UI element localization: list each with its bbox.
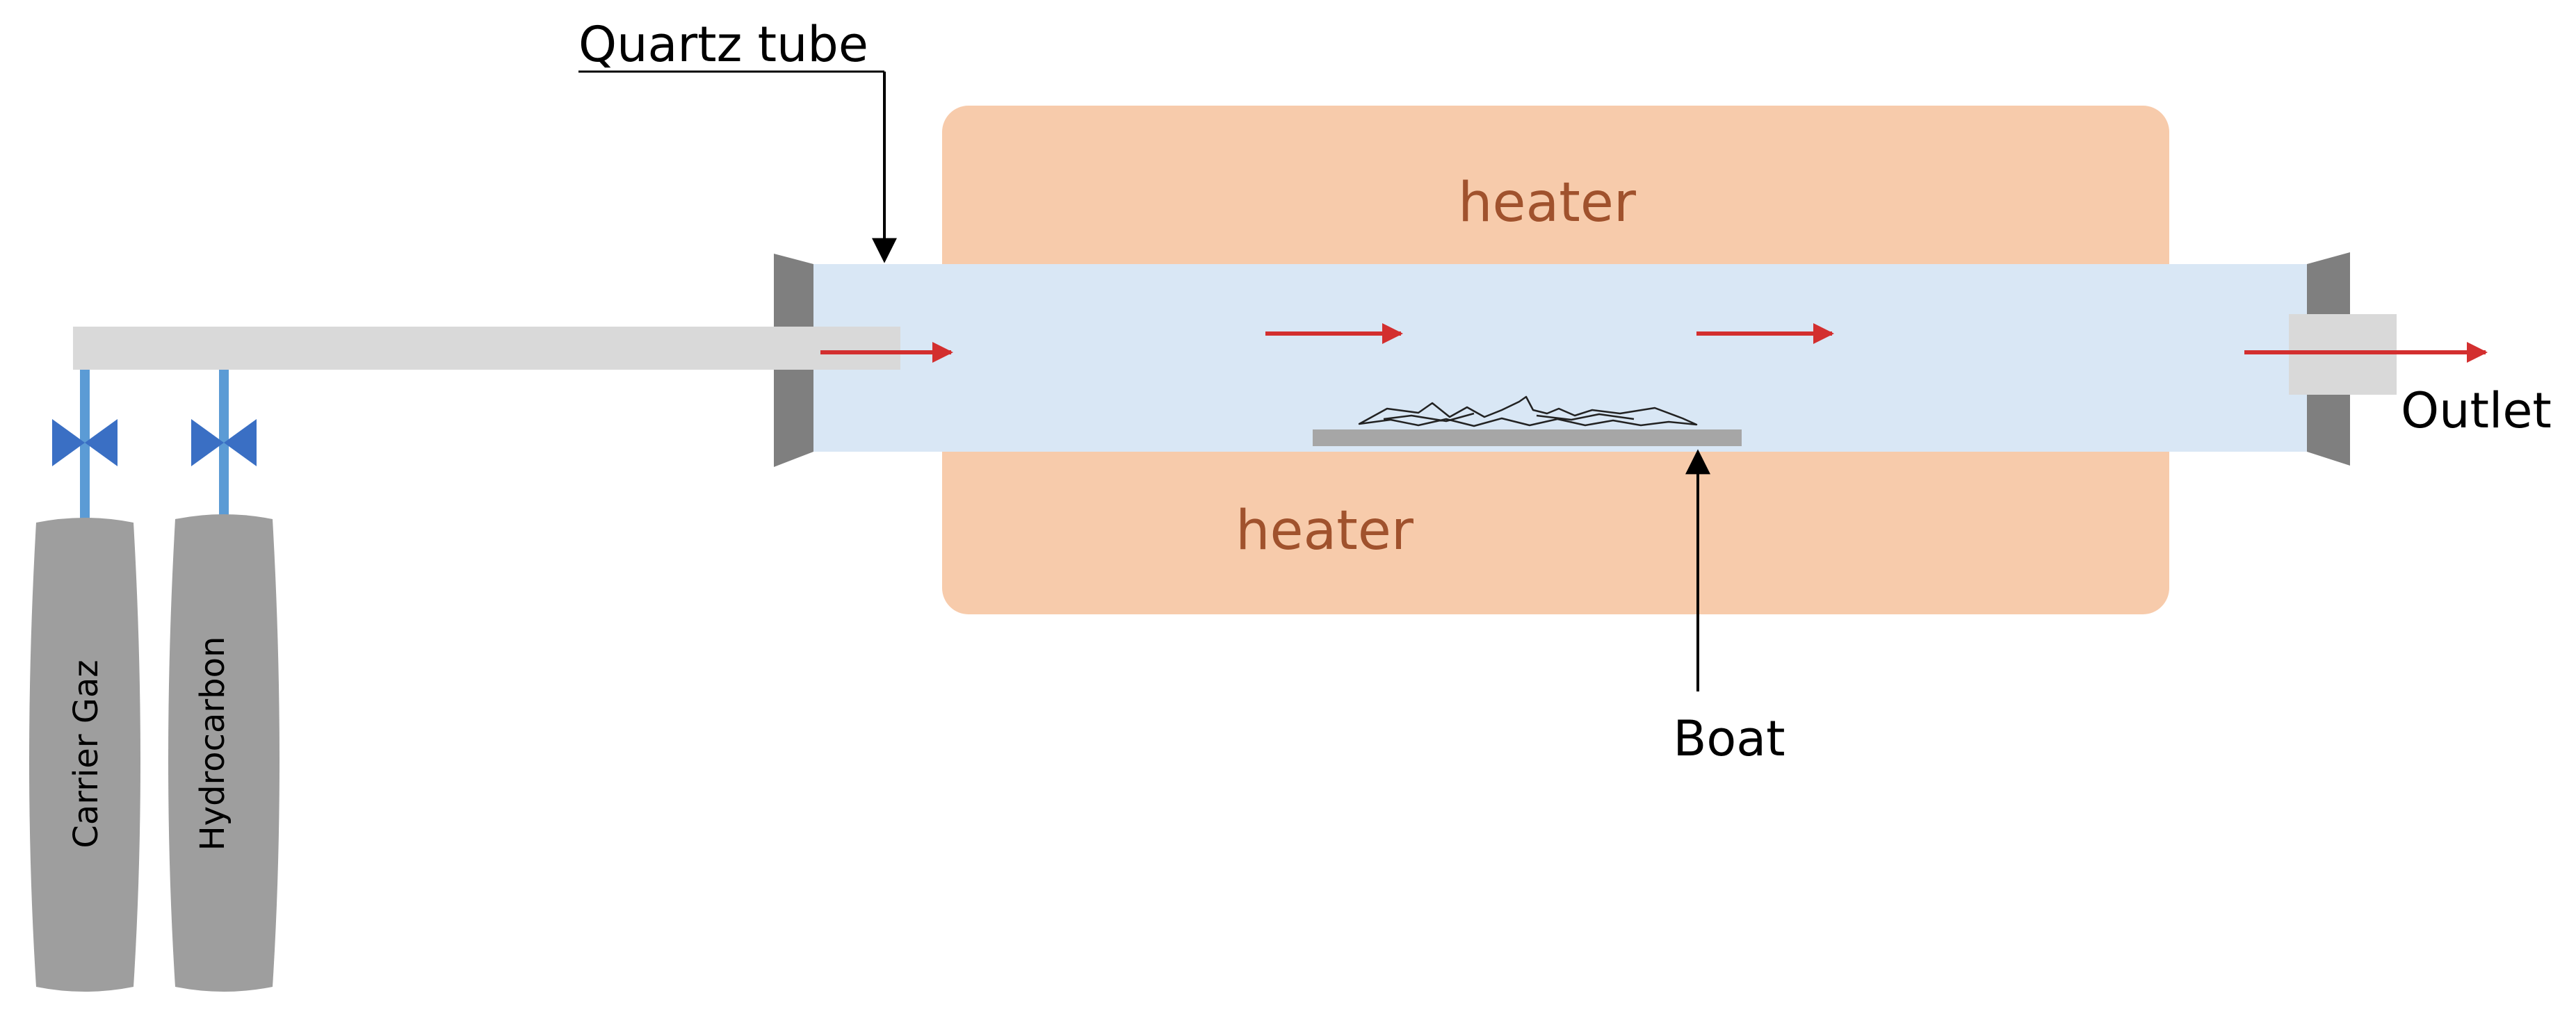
sample-material [1358, 395, 1698, 427]
boat [1313, 429, 1742, 446]
inlet-pipe [73, 327, 900, 370]
outlet-label: Outlet [2401, 382, 2552, 439]
carrier-gas-cylinder-icon [29, 518, 140, 992]
hydrocarbon-valve-icon[interactable] [191, 419, 257, 466]
quartz-tube [813, 264, 2315, 452]
carrier-gas-label: Carrier Gaz [67, 659, 106, 848]
quartz-tube-label: Quartz tube [578, 16, 868, 73]
heater-bottom-label: heater [1236, 500, 1414, 562]
heater-top-label: heater [1458, 172, 1637, 234]
hydrocarbon-label: Hydrocarbon [193, 637, 232, 851]
boat-label: Boat [1673, 710, 1785, 767]
hydrocarbon-cylinder-icon [168, 514, 280, 992]
carrier-gas-valve-icon[interactable] [52, 419, 118, 466]
